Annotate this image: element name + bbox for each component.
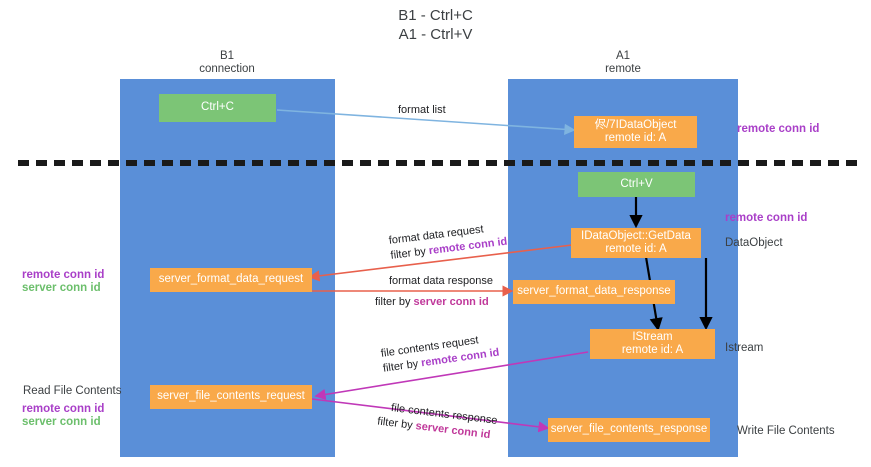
side-label-dataobject: DataObject	[725, 237, 783, 249]
box-server-format-data-response[interactable]: server_format_data_response	[513, 280, 675, 304]
box-server-format-data-response-label: server_format_data_response	[517, 285, 671, 298]
box-idataobject-line2: remote id: A	[604, 132, 667, 144]
label-file-contents-response-prefix: filter by	[376, 415, 417, 433]
side-label-write-file-contents: Write File Contents	[737, 425, 835, 437]
box-getdata-line1: IDataObject::GetData	[581, 229, 691, 242]
box-idataobject[interactable]: 侭/7IDataObject remote id: A	[574, 116, 697, 148]
box-getdata-line2: remote id: A	[605, 243, 667, 255]
box-server-file-contents-request[interactable]: server_file_contents_request	[150, 385, 312, 409]
lane-header-a1-sub: remote	[605, 63, 641, 75]
label-format-data-response-prefix: filter by	[375, 296, 414, 308]
label-format-data-response-line2: filter by server conn id	[375, 295, 493, 310]
box-idataobject-line1: 侭/7IDataObject	[594, 118, 677, 131]
lane-header-b1: B1 connection	[152, 50, 302, 76]
label-file-contents-request: file contents request filter by remote c…	[380, 331, 500, 377]
lane-header-a1: A1 remote	[548, 50, 698, 76]
box-idataobject-getdata[interactable]: IDataObject::GetData remote id: A	[571, 228, 701, 258]
box-istream-line2: remote id: A	[621, 344, 684, 356]
side-label-left-server-conn-id-bottom: server conn id	[22, 416, 101, 428]
box-istream-line1: IStream	[632, 330, 673, 343]
lane-header-b1-name: B1	[219, 50, 235, 62]
box-ctrl-v-line1: Ctrl+V	[620, 177, 653, 190]
label-format-data-request: format data request filter by remote con…	[388, 220, 508, 264]
label-format-data-response-line1: format data response	[389, 275, 493, 287]
label-format-list-text: format list	[398, 104, 446, 116]
box-server-file-contents-response-label: server_file_contents_response	[550, 423, 708, 436]
label-format-data-response-value: server conn id	[413, 296, 489, 308]
box-server-format-data-request-label: server_format_data_request	[158, 273, 304, 286]
box-ctrl-c[interactable]: Ctrl+C	[159, 94, 276, 122]
box-ctrl-v[interactable]: Ctrl+V	[578, 172, 695, 197]
side-label-left-remote-conn-id-mid: remote conn id	[22, 269, 105, 281]
side-label-read-file-contents: Read File Contents	[23, 385, 122, 397]
title-line-2: A1 - Ctrl+V	[398, 26, 473, 43]
label-format-list: format list	[398, 103, 446, 118]
side-label-remote-conn-id-top: remote conn id	[737, 123, 820, 135]
box-istream[interactable]: IStream remote id: A	[590, 329, 715, 359]
side-label-left-remote-conn-id-bottom: remote conn id	[22, 403, 105, 415]
diagram-title: B1 - Ctrl+C A1 - Ctrl+V	[0, 6, 871, 44]
label-format-data-response: format data response filter by server co…	[375, 274, 493, 310]
lane-header-b1-sub: connection	[199, 63, 255, 75]
lane-header-a1-name: A1	[615, 50, 631, 62]
box-server-format-data-request[interactable]: server_format_data_request	[150, 268, 312, 292]
box-server-file-contents-response[interactable]: server_file_contents_response	[548, 418, 710, 442]
box-ctrl-c-line1: Ctrl+C	[201, 101, 234, 114]
label-file-contents-request-prefix: filter by	[382, 357, 423, 375]
side-label-istream: Istream	[725, 342, 764, 354]
box-server-file-contents-request-label: server_file_contents_request	[157, 390, 305, 403]
label-file-contents-response: file contents response filter by server …	[377, 401, 498, 444]
side-label-left-server-conn-id-mid: server conn id	[22, 282, 101, 294]
title-line-1: B1 - Ctrl+C	[398, 7, 473, 24]
label-format-data-request-prefix: filter by	[389, 245, 430, 262]
side-label-remote-conn-id-mid: remote conn id	[725, 212, 808, 224]
